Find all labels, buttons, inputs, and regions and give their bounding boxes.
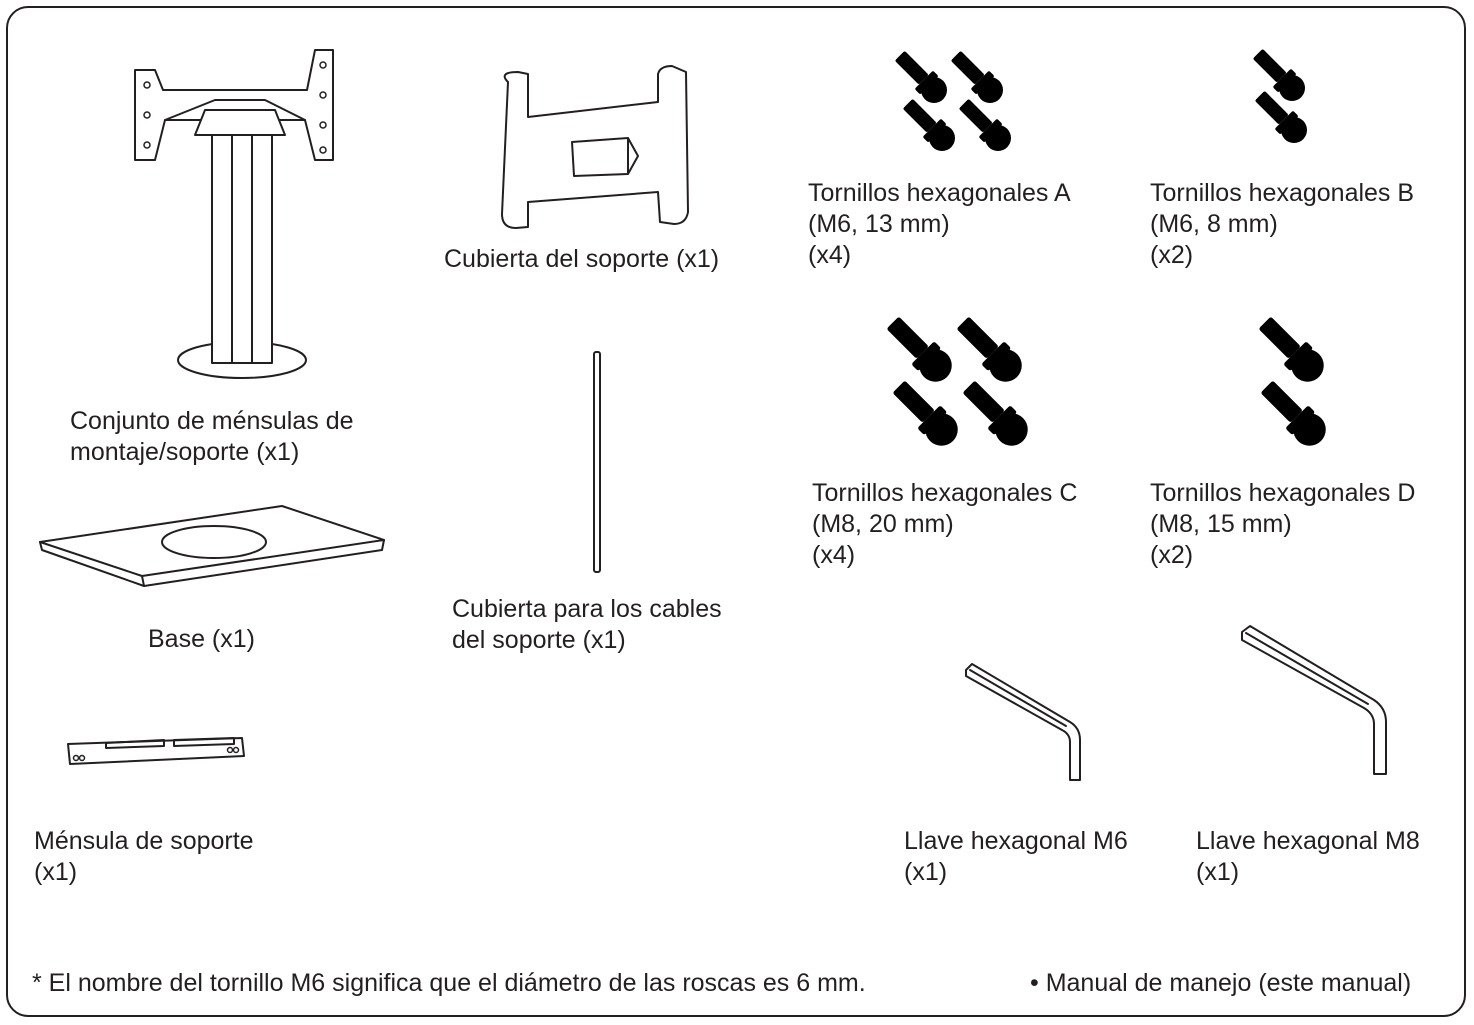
base-label: Base (x1) — [148, 625, 255, 653]
screws-d-illustration — [1253, 311, 1326, 446]
footnote: * El nombre del tornillo M6 significa qu… — [32, 969, 866, 997]
screws-c-illustration — [881, 311, 1028, 446]
wrench-m6-illustration — [965, 663, 1081, 781]
screws-b-illustration — [1248, 44, 1307, 143]
manual-note: • Manual de manejo (este manual) — [1030, 969, 1412, 997]
base-illustration — [39, 505, 385, 587]
support-bracket-illustration — [67, 737, 245, 765]
cable-cover-label: Cubierta para los cables del soporte (x1… — [452, 595, 722, 654]
screws-b-label: Tornillos hexagonales B (M6, 8 mm) (x2) — [1150, 179, 1415, 269]
wrench-m6-label: Llave hexagonal M6 (x1) — [904, 827, 1128, 886]
cable-cover-illustration — [593, 351, 601, 573]
wrench-m8-illustration — [1241, 625, 1387, 775]
support-bracket-label: Ménsula de soporte (x1) — [34, 827, 254, 886]
screws-c-label: Tornillos hexagonales C (M8, 20 mm) (x4) — [812, 479, 1078, 569]
stand-cover-label: Cubierta del soporte (x1) — [444, 245, 720, 273]
screws-d-label: Tornillos hexagonales D (M8, 15 mm) (x2) — [1150, 479, 1416, 569]
diagram-frame — [6, 6, 1466, 1017]
screws-a-illustration — [890, 46, 1011, 151]
bracket-assembly-illustration — [134, 49, 334, 379]
bracket-assembly-label: Conjunto de ménsulas de montaje/soporte … — [70, 407, 354, 466]
screws-a-label: Tornillos hexagonales A (M6, 13 mm) (x4) — [808, 179, 1071, 269]
wrench-m8-label: Llave hexagonal M8 (x1) — [1196, 827, 1420, 886]
stand-cover-illustration — [501, 65, 689, 229]
